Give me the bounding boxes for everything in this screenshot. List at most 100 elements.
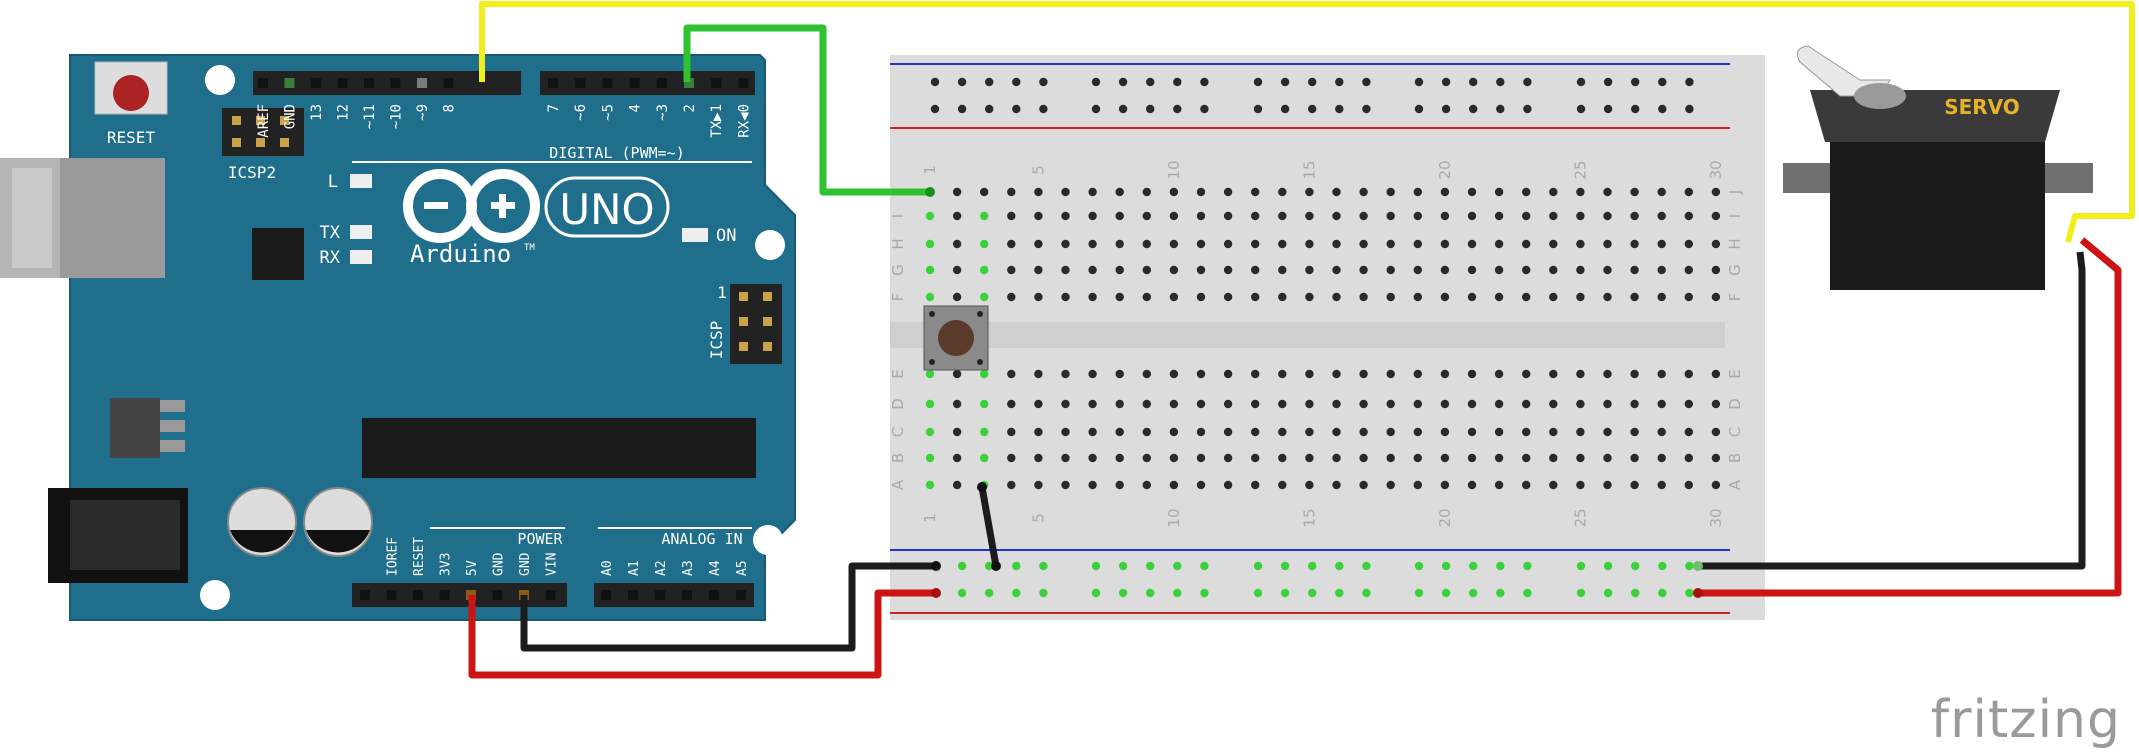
breadboard-hole [1061,453,1070,463]
analog-header [594,583,754,607]
push-button-cap[interactable] [938,320,974,356]
header-pin[interactable] [682,590,692,600]
header-pin[interactable] [629,78,640,88]
breadboard-hole [952,292,962,302]
board-pcb [69,54,796,621]
power-rail-hole [1576,561,1586,571]
power-rail-hole [1469,77,1478,87]
breadboard-hole [952,211,962,221]
breadboard-hole [1494,399,1504,409]
breadboard-hole [1196,265,1206,275]
breadboard-hole [1223,211,1233,221]
header-pin[interactable] [386,590,397,600]
reset-button[interactable] [113,75,149,111]
breadboard-hole [1196,187,1206,197]
header-pin[interactable] [628,590,638,600]
header-pin[interactable] [656,78,667,88]
breadboard-hole [1223,239,1233,249]
power-rail-hole [1146,588,1155,598]
breadboard-hole [1034,480,1043,490]
power-rail-hole [1039,104,1048,114]
breadboard-hole [1576,480,1585,490]
header-pin[interactable] [439,590,450,600]
breadboard-hole [1088,239,1097,249]
header-pin[interactable] [443,78,454,88]
arduino-logo: UNO Arduino TM [403,169,670,268]
breadboard-hole [1115,369,1124,379]
breadboard-hole [1142,265,1152,275]
header-pin[interactable] [684,78,694,88]
header-pin[interactable] [417,78,427,88]
power-rail-hole [1362,104,1371,114]
breadboard-hole [1440,480,1450,490]
breadboard-hole [1359,239,1368,249]
power-rail-hole [1308,104,1317,114]
breadboard-hole [1305,265,1314,275]
breadboard-hole [980,292,989,302]
header-pin[interactable] [709,590,719,600]
power-rail-hole [1441,104,1451,114]
column-number: 1 [921,165,939,175]
breadboard-hole [1142,369,1152,379]
breadboard-hole [1088,453,1097,463]
header-pin[interactable] [548,78,558,88]
breadboard-hole [1142,211,1152,221]
power-rail-hole [1523,588,1532,598]
breadboard-hole [1386,399,1395,409]
breadboard-hole [1440,453,1450,463]
breadboard-hole [1088,265,1097,275]
row-letter: B [1726,453,1744,463]
breadboard-hole [1007,239,1016,249]
digital-label: DIGITAL (PWM=~) [549,144,684,162]
breadboard-hole [1169,211,1179,221]
header-pin[interactable] [284,78,295,88]
header-pin[interactable] [492,590,503,600]
breadboard-hole [1115,292,1124,302]
header-pin[interactable] [337,78,348,88]
breadboard-hole [1440,292,1450,302]
breadboard-hole [1711,265,1721,275]
wire-button-gnd-black [978,486,1000,567]
header-pin[interactable] [738,78,749,88]
breadboard-hole [1061,480,1070,490]
breadboard-hole [1467,292,1477,302]
breadboard-hole [1494,211,1504,221]
header-pin[interactable] [545,590,556,600]
breadboard-hole [1305,369,1314,379]
header-pin[interactable] [364,78,374,88]
header-pin[interactable] [360,590,370,600]
led-tx-label: TX [320,223,341,243]
brand-tm: TM [524,243,535,253]
header-pin[interactable] [258,78,268,88]
reset-label: RESET [107,128,156,147]
breadboard-hole [1630,399,1639,409]
header-pin[interactable] [390,78,401,88]
row-letter: D [1726,398,1744,410]
power-rail-hole [1173,588,1182,598]
breadboard-hole [952,453,962,463]
servo-shaft [1854,83,1906,109]
breadboard-hole [1251,265,1260,275]
breadboard-hole [980,187,989,197]
header-pin[interactable] [575,78,586,88]
header-pin[interactable] [736,590,746,600]
breadboard-hole [1549,480,1558,490]
header-pin[interactable] [311,78,321,88]
row-letter: A [1726,479,1744,490]
power-label: POWER [517,530,563,548]
breadboard-hole [1223,453,1233,463]
breadboard-hole [1630,453,1639,463]
analog-pin-label: A3 [681,560,696,576]
power-rail-hole [1658,104,1667,114]
push-button[interactable] [923,305,989,371]
header-pin[interactable] [413,590,423,600]
header-pin[interactable] [601,590,611,600]
breadboard-hole [1034,187,1043,197]
header-pin[interactable] [655,590,665,600]
header-pin[interactable] [602,78,613,88]
power-rail-hole [1280,561,1290,571]
breadboard-hole [1061,399,1070,409]
breadboard-hole [925,239,935,249]
header-pin[interactable] [711,78,722,88]
breadboard-center-channel [890,322,1725,348]
